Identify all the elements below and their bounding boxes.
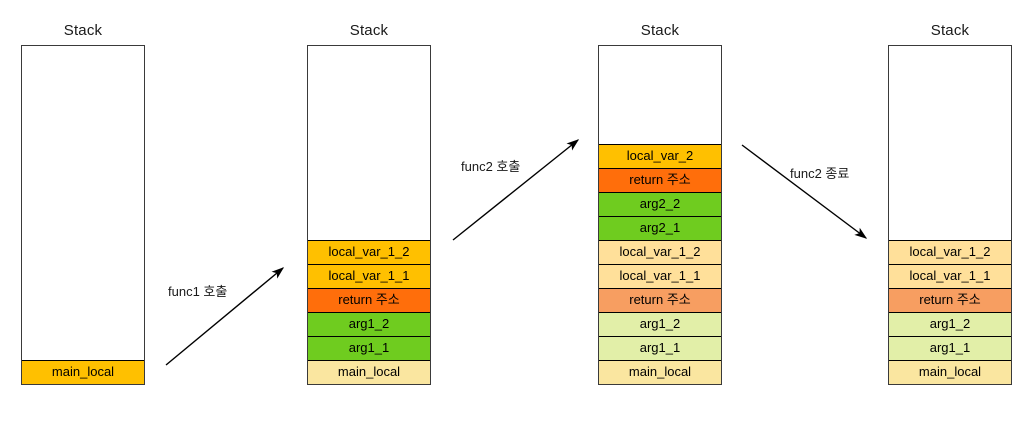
arrow-label-func1-call: func1 호출 — [168, 284, 228, 299]
stack-cell: arg1_2 — [308, 312, 430, 336]
stack-cell: return 주소 — [308, 288, 430, 312]
stack-cell: return 주소 — [889, 288, 1011, 312]
stack-cell: arg1_1 — [889, 336, 1011, 360]
stack-title: Stack — [930, 22, 970, 39]
stack-cell: local_var_1_2 — [599, 240, 721, 264]
stack-cell: local_var_1_2 — [308, 240, 430, 264]
stack-cell: arg2_1 — [599, 216, 721, 240]
stack-box: main_local — [21, 45, 145, 385]
stack-cell: main_local — [22, 360, 144, 384]
stack-cell: local_var_2 — [599, 144, 721, 168]
stack-cell: arg1_1 — [308, 336, 430, 360]
stack-cell: arg1_1 — [599, 336, 721, 360]
stack-cell: main_local — [308, 360, 430, 384]
stack-cell: arg1_2 — [599, 312, 721, 336]
stack-title: Stack — [63, 22, 103, 39]
arrow-func2-call-line — [452, 139, 580, 241]
stack-cell: return 주소 — [599, 288, 721, 312]
stack-cell: main_local — [889, 360, 1011, 384]
stack-cell: local_var_1_2 — [889, 240, 1011, 264]
arrow-func2-return-line — [741, 144, 868, 239]
stack-cell: local_var_1_1 — [889, 264, 1011, 288]
stack-cell: local_var_1_1 — [308, 264, 430, 288]
arrow-label-func2-call: func2 호출 — [461, 159, 521, 174]
stack-cell: return 주소 — [599, 168, 721, 192]
stack-title: Stack — [349, 22, 389, 39]
stack-cell: main_local — [599, 360, 721, 384]
arrow-label-func2-return: func2 종료 — [790, 166, 850, 181]
stack-title: Stack — [640, 22, 680, 39]
stack-cell: arg2_2 — [599, 192, 721, 216]
stack-cell: local_var_1_1 — [599, 264, 721, 288]
stack-cell: arg1_2 — [889, 312, 1011, 336]
